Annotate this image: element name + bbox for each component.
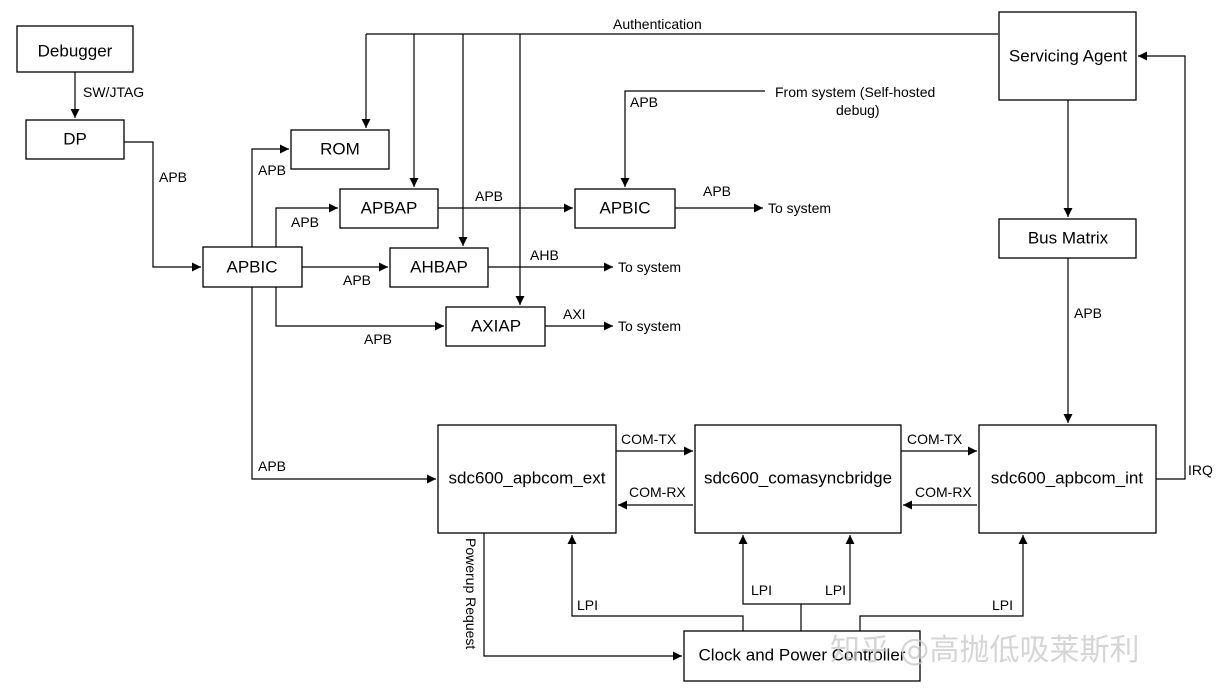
debugger-label: Debugger <box>38 41 113 60</box>
dp-to-apbic-arrow <box>124 141 201 272</box>
apbcom-int-block: sdc600_apbcom_int <box>978 424 1157 534</box>
to-system-label-ahb: To system <box>618 259 681 275</box>
apbic-to-rom-arrow <box>251 144 289 247</box>
ahbap-block: AHBAP <box>389 247 489 288</box>
rom-block: ROM <box>290 129 390 170</box>
lpi-bridge-right-arrow <box>801 535 855 605</box>
comasyncbridge-label: sdc600_comasyncbridge <box>704 468 892 487</box>
lpi-bridge-right-label: LPI <box>825 582 846 598</box>
apbic-sys-out-apb-label: APB <box>703 183 731 199</box>
servicing-agent-block: Servicing Agent <box>998 11 1137 101</box>
sw-jtag-label: SW/JTAG <box>83 84 144 100</box>
authentication-label: Authentication <box>613 16 702 32</box>
lpi-int-arrow <box>859 535 1028 631</box>
com-tx-ext-label: COM-TX <box>621 431 677 447</box>
apbap-label: APBAP <box>361 198 418 217</box>
ahbap-apb-label: APB <box>343 272 371 288</box>
lpi-ext-arrow <box>567 535 744 631</box>
debugger-block: Debugger <box>16 25 134 73</box>
to-system-label-apbic: To system <box>768 200 831 216</box>
bus-matrix-apb-label: APB <box>1074 305 1102 321</box>
watermark-text: 知乎 @高抛低吸莱斯利 <box>830 633 1140 668</box>
com-rx-ext-label: COM-RX <box>629 484 686 500</box>
apbcom-ext-label: sdc600_apbcom_ext <box>449 468 606 487</box>
apbcom-int-label: sdc600_apbcom_int <box>991 468 1143 487</box>
from-system-label-line2: debug) <box>836 102 880 118</box>
ahbap-label: AHBAP <box>410 257 468 276</box>
lpi-int-label: LPI <box>992 597 1013 613</box>
clock-power-controller-label: Clock and Power Controller <box>699 645 906 664</box>
dp-label: DP <box>63 129 87 148</box>
rom-label: ROM <box>320 139 360 158</box>
apbap-out-apb-label: APB <box>475 188 503 204</box>
apbic-to-apbap-arrow <box>275 203 338 247</box>
rom-apb-label: APB <box>258 162 286 178</box>
axiap-apb-label: APB <box>364 331 392 347</box>
bus-matrix-block: Bus Matrix <box>998 218 1137 259</box>
apbap-block: APBAP <box>339 188 439 229</box>
clock-power-controller-block: Clock and Power Controller <box>683 630 921 682</box>
apbcom-ext-block: sdc600_apbcom_ext <box>437 424 617 534</box>
dp-apb-label: APB <box>159 169 187 185</box>
axiap-block: AXIAP <box>445 306 546 347</box>
axi-label: AXI <box>563 306 586 322</box>
irq-label: IRQ <box>1188 462 1213 478</box>
from-system-label-line1: From system (Self-hosted <box>775 84 935 100</box>
com-tx-int-label: COM-TX <box>907 431 963 447</box>
apbic-main-label: APBIC <box>226 257 277 276</box>
irq-to-agent-arrow <box>1138 51 1186 480</box>
servicing-agent-label: Servicing Agent <box>1009 46 1127 65</box>
powerup-request-label: Powerup Request <box>463 538 479 649</box>
apbic-system-label: APBIC <box>599 198 650 217</box>
lpi-bridge-left-arrow <box>738 535 802 631</box>
self-hosted-apb-label: APB <box>630 94 658 110</box>
bus-matrix-label: Bus Matrix <box>1028 228 1109 247</box>
apbap-apb-label: APB <box>291 214 319 230</box>
lpi-ext-label: LPI <box>577 597 598 613</box>
apbic-to-axiap-arrow <box>275 287 444 331</box>
axiap-label: AXIAP <box>471 316 521 335</box>
self-hosted-apb-arrow <box>620 90 765 187</box>
comasyncbridge-block: sdc600_comasyncbridge <box>694 424 902 534</box>
lpi-bridge-left-label: LPI <box>751 582 772 598</box>
powerup-request-arrow <box>483 533 682 661</box>
apbic-to-apbcom-ext-arrow <box>251 287 436 484</box>
apbic-system-block: APBIC <box>574 188 676 229</box>
dp-block: DP <box>25 119 125 160</box>
to-system-label-axi: To system <box>618 318 681 334</box>
apbic-main-block: APBIC <box>202 246 303 288</box>
ahb-label: AHB <box>530 247 559 263</box>
com-rx-int-label: COM-RX <box>915 484 972 500</box>
ext-apb-label: APB <box>258 458 286 474</box>
